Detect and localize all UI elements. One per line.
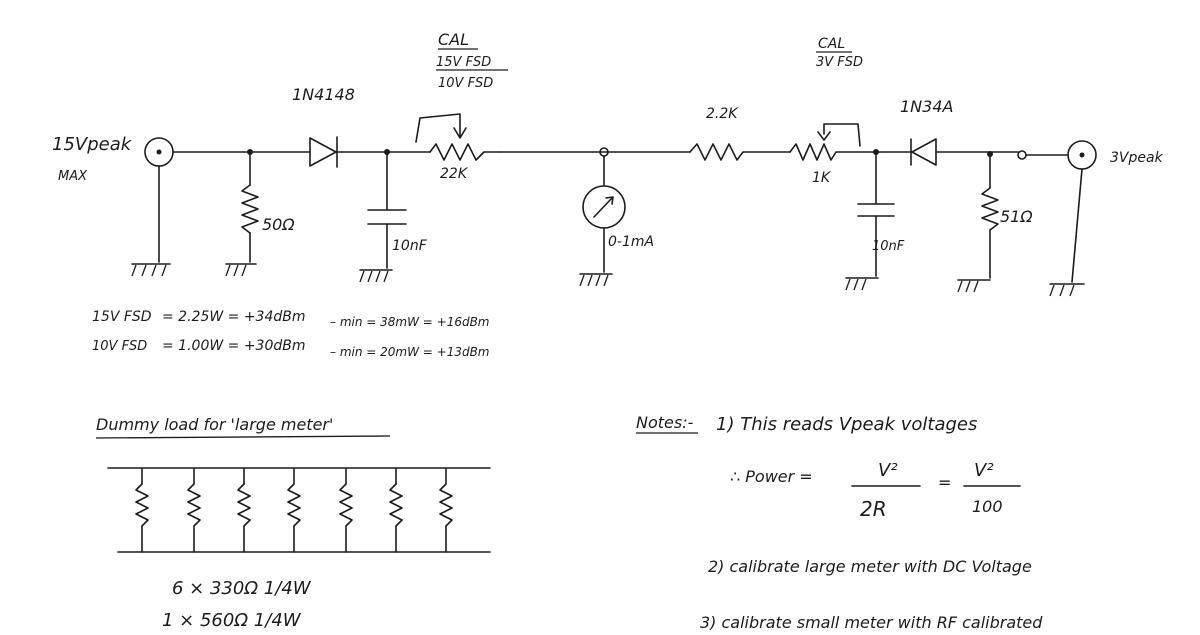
diode-1n4148 — [309, 136, 338, 168]
dummy-load-resistor — [135, 467, 149, 553]
power-formula-prefix: ∴ Power = — [730, 467, 813, 486]
resistor-50-ohm — [225, 151, 259, 277]
cal-note-2: CAL 3V FSD — [816, 36, 863, 70]
dummy-load-resistor — [439, 467, 453, 553]
dummy-load-title-underline — [95, 435, 391, 439]
power-table: 15V FSD = 2.25W = +34dBm – min = 38mW = … — [92, 309, 490, 359]
dummy-load-resistor — [287, 467, 301, 553]
dummy-load-resistor — [339, 467, 353, 553]
resistor-51-ohm — [957, 153, 999, 293]
note-1: 1) This reads Vpeak voltages — [716, 414, 977, 435]
output-voltage-label: 3Vpeak — [1110, 150, 1164, 166]
notes-heading: Notes:- — [636, 413, 694, 432]
input-connector — [144, 137, 174, 263]
cal-note-1: CAL 15V FSD 10V FSD — [436, 30, 508, 91]
dummy-load-network — [107, 467, 491, 553]
dummy-load-spec-2: 1 × 560Ω 1/4W — [162, 610, 302, 630]
input-voltage-label: 15Vpeak — [52, 134, 133, 155]
input-ground — [131, 263, 171, 277]
meter-0-1ma — [579, 155, 626, 287]
power-row1-min: – min = 38mW = +16dBm — [330, 315, 490, 329]
power-row2-power: = 1.00W = +30dBm — [162, 338, 306, 354]
power-row1-power: = 2.25W = +34dBm — [162, 309, 306, 325]
output-terminal — [1017, 150, 1027, 160]
cal2-line1: 3V FSD — [816, 55, 863, 70]
pot-22k-label: 22K — [440, 166, 469, 182]
meter-label: 0-1mA — [608, 234, 654, 250]
note-3: 3) calibrate small meter with RF calibra… — [700, 613, 1043, 630]
pot-1k-label: 1K — [812, 170, 832, 186]
dummy-load-title: Dummy load for 'large meter' — [96, 415, 333, 434]
diode-1n34a — [879, 138, 1019, 166]
capacitor-10nf-1 — [359, 151, 407, 283]
resistor-2-2k-label: 2.2K — [706, 106, 739, 122]
capacitor-10nf-2 — [845, 151, 895, 291]
power-row2-scale: 10V FSD — [92, 339, 147, 354]
dummy-load-spec-1: 6 × 330Ω 1/4W — [172, 578, 312, 599]
output-connector — [1049, 140, 1097, 297]
cal1-line1: 15V FSD — [436, 55, 491, 70]
cal1-line2: 10V FSD — [438, 76, 493, 91]
cal2-title: CAL — [818, 36, 845, 52]
pot-1k — [789, 123, 881, 161]
dummy-load-resistor — [389, 467, 403, 553]
pot-22k — [415, 113, 501, 161]
capacitor-10nf-1-label: 10nF — [392, 238, 428, 254]
notes-block: Notes:- 1) This reads Vpeak voltages ∴ P… — [636, 413, 1043, 632]
note-2: 2) calibrate large meter with DC Voltage — [708, 557, 1032, 576]
diode-1n34a-label: 1N34A — [900, 97, 953, 116]
power-row2-min: – min = 20mW = +13dBm — [330, 345, 490, 359]
formula-numerator-1: V² — [878, 460, 898, 481]
formula-numerator-2: V² — [974, 460, 994, 481]
dummy-load-resistor — [187, 467, 201, 553]
dummy-load-resistor — [237, 467, 251, 553]
resistor-51-ohm-label: 51Ω — [1000, 207, 1033, 226]
power-row1-scale: 15V FSD — [92, 309, 152, 325]
formula-denominator-1: 2R — [860, 497, 887, 521]
input-max-label: MAX — [58, 169, 88, 184]
formula-denominator-2: 100 — [972, 497, 1003, 516]
capacitor-10nf-2-label: 10nF — [872, 239, 905, 254]
resistor-2-2k — [689, 143, 791, 161]
resistor-50-ohm-label: 50Ω — [262, 215, 295, 234]
cal1-title: CAL — [438, 30, 469, 49]
formula-equals: = — [938, 473, 951, 492]
diode-1n4148-label: 1N4148 — [292, 85, 355, 104]
